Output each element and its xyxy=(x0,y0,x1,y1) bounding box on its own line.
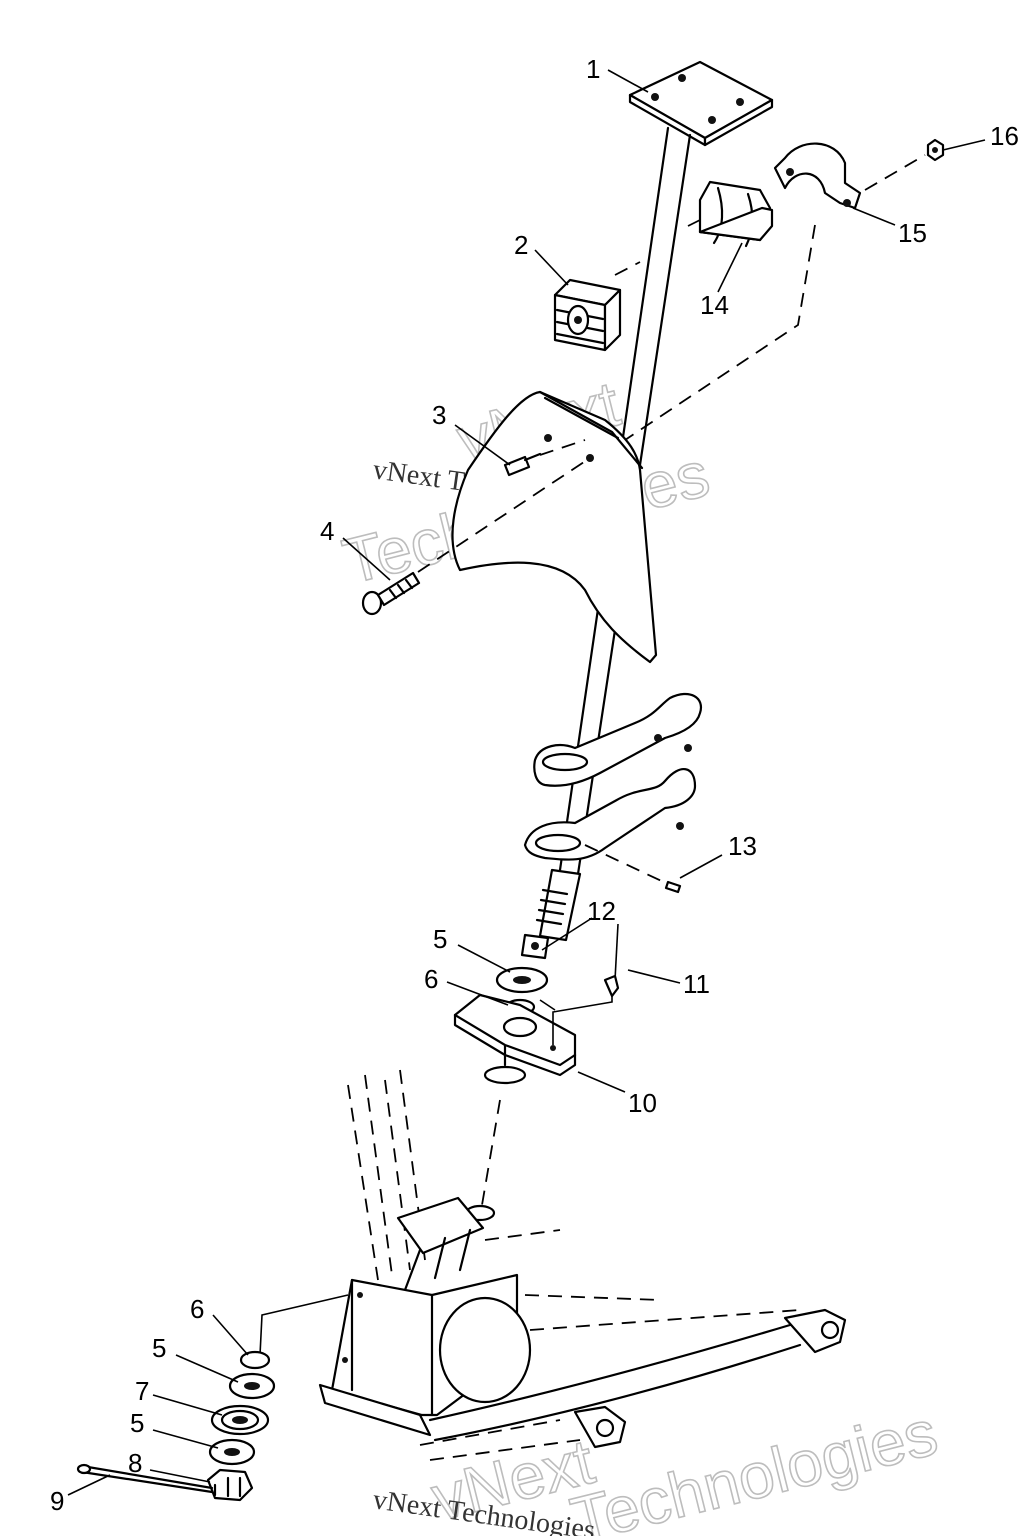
frame-tubes xyxy=(347,1069,426,1281)
callout-15: 15 xyxy=(898,218,927,248)
callout-5-lower-1: 5 xyxy=(152,1333,166,1363)
part-4-bolt xyxy=(361,571,421,616)
part-10-steering-block xyxy=(453,993,577,1085)
part-3-guide-line xyxy=(539,439,586,456)
callout-2: 2 xyxy=(514,230,528,260)
part-2-guide-line xyxy=(614,261,641,276)
part-5-washer-upper xyxy=(495,966,549,994)
part-4-guide-line xyxy=(417,457,591,573)
part-11-pin-line xyxy=(614,923,619,981)
callout-6-upper: 6 xyxy=(424,964,438,994)
callout-5-upper: 5 xyxy=(433,924,447,954)
part-16-nut xyxy=(926,138,945,162)
callout-7: 7 xyxy=(135,1376,149,1406)
callout-labels: 1 2 3 4 5 6 10 11 12 13 14 15 16 6 5 7 5… xyxy=(50,54,1019,1516)
part-13-screw xyxy=(664,880,682,894)
part-2-bushing-block xyxy=(553,278,622,352)
ski-spindle-frame xyxy=(419,1294,847,1461)
clamp-to-shaft-guide-line xyxy=(609,224,816,451)
part-16-guide-line xyxy=(864,154,926,191)
callout-5-lower-2: 5 xyxy=(130,1408,144,1438)
part-6-washer-lower xyxy=(239,1350,271,1370)
callout-11: 11 xyxy=(683,969,710,999)
part-11-cotter-pin xyxy=(603,974,620,998)
callout-4: 4 xyxy=(320,516,334,546)
part-12-u-joint xyxy=(520,933,550,960)
callout-6-lower: 6 xyxy=(190,1294,204,1324)
washer-6-leader-to-housing xyxy=(259,1294,349,1356)
callout-leaders xyxy=(67,69,986,1496)
part-7-bearing xyxy=(210,1404,270,1436)
part-14-bushing-clamp xyxy=(698,180,774,248)
part-8-castle-nut xyxy=(206,1468,254,1502)
spindle-housing xyxy=(318,1273,532,1437)
callout-9: 9 xyxy=(50,1486,64,1516)
callout-14: 14 xyxy=(700,290,729,320)
callout-10: 10 xyxy=(628,1088,657,1118)
watermark-outline-bottom-2: Technologies xyxy=(564,1396,944,1536)
frame-crossmember xyxy=(396,1196,561,1292)
part-9-cotter-pin xyxy=(76,1463,214,1494)
part-3-screw xyxy=(503,452,542,477)
part-15-shaft-clamp xyxy=(773,142,862,210)
column-support-bracket xyxy=(523,692,703,861)
part-1-steering-column-plate xyxy=(628,60,774,147)
part-14-guide-line xyxy=(687,219,701,227)
callout-13: 13 xyxy=(728,831,757,861)
callout-1: 1 xyxy=(586,54,600,84)
part-10-hole-line xyxy=(539,999,556,1011)
callout-8: 8 xyxy=(128,1448,142,1478)
part-13-guide-line xyxy=(584,844,671,886)
callout-16: 16 xyxy=(990,121,1019,151)
callout-3: 3 xyxy=(432,400,446,430)
callout-12: 12 xyxy=(587,896,616,926)
block-to-frame-guide-line xyxy=(481,1099,501,1206)
part-5-washer-lower-2 xyxy=(208,1438,256,1466)
part-5-washer-lower-1 xyxy=(228,1372,276,1400)
